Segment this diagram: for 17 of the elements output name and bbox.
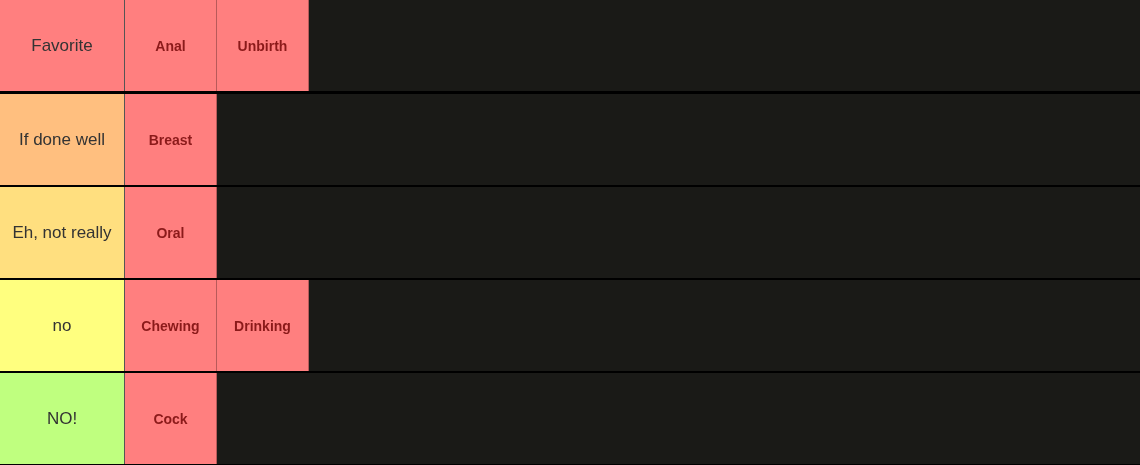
tier-item: Breast	[125, 94, 217, 185]
tier-row	[0, 280, 1140, 371]
tier-row	[0, 373, 1140, 464]
tier-label: Eh, not really	[0, 187, 125, 278]
tier-item: Oral	[125, 187, 217, 278]
tier-row	[0, 94, 1140, 185]
tier-row	[0, 187, 1140, 278]
tier-item: Anal	[125, 0, 217, 91]
tier-item: Chewing	[125, 280, 217, 371]
tier-label: no	[0, 280, 125, 371]
tier-row	[0, 0, 1140, 91]
tier-label: NO!	[0, 373, 125, 464]
tier-item: Cock	[125, 373, 217, 464]
tier-label: Favorite	[0, 0, 125, 91]
tier-item: Unbirth	[217, 0, 309, 91]
tier-item: Drinking	[217, 280, 309, 371]
tier-label: If done well	[0, 94, 125, 185]
